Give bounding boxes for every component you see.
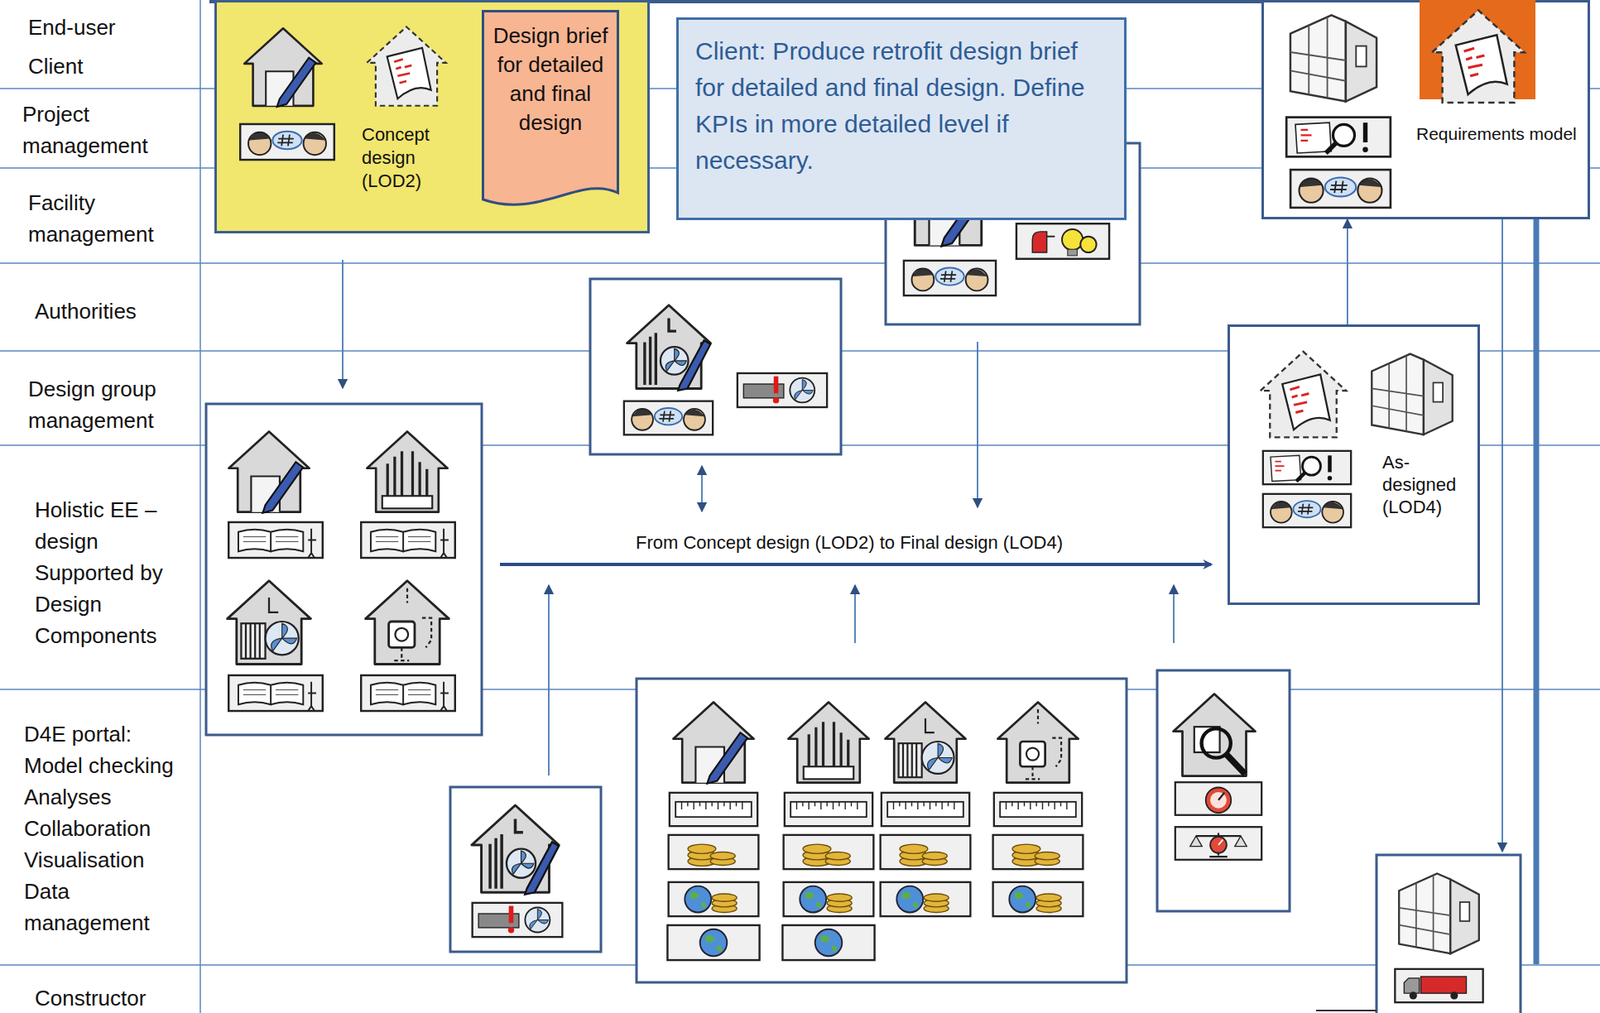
lane-label-holder: Authorities bbox=[34, 295, 137, 327]
lane-label-holder: Facility management bbox=[28, 187, 186, 250]
lane-label: Constructor bbox=[34, 982, 146, 1013]
node-icons bbox=[1261, 0, 1591, 220]
text-holder: Client: Produce retrofit design brief fo… bbox=[695, 33, 1113, 179]
lane-label: D4E portal: Model checking Analyses Coll… bbox=[24, 718, 190, 939]
lane-label-holder: Project management bbox=[22, 98, 180, 162]
lane-label: Holistic EE –design Supported by Design … bbox=[34, 494, 193, 652]
node-label: Design brief for detailed and final desi… bbox=[492, 21, 609, 138]
arrow-label: From Concept design (LOD2) to Final desi… bbox=[633, 532, 1066, 554]
lane-label-holder: Holistic EE –design Supported by Design … bbox=[34, 494, 193, 652]
phase-box: Concept design (LOD2) Design brief for de… bbox=[214, 0, 650, 234]
lane-label: Facility management bbox=[28, 187, 186, 250]
callout-box: Client: Produce retrofit design brief fo… bbox=[676, 17, 1127, 221]
document-outline bbox=[483, 11, 619, 206]
lane-label: Authorities bbox=[34, 295, 137, 327]
text-holder: Concept design (LOD2) bbox=[361, 123, 445, 193]
text-holder: Design brief for detailed and final desi… bbox=[492, 21, 609, 138]
thick-flow-line bbox=[1533, 143, 1540, 965]
node-label: Requirements model bbox=[1416, 123, 1577, 145]
flow-connector bbox=[1346, 219, 1349, 325]
lane-label: Project management bbox=[22, 98, 180, 162]
lane-label: End-user bbox=[28, 11, 116, 44]
text-holder: Requirements model bbox=[1416, 123, 1577, 145]
flow-arrows bbox=[342, 178, 1503, 852]
lane-label: Client bbox=[28, 50, 83, 82]
lane-label: Design group management bbox=[28, 373, 194, 437]
group-boxes bbox=[206, 143, 1521, 1013]
brief-document: Design brief for detailed and final desi… bbox=[481, 9, 620, 215]
lane-label-holder: Client bbox=[28, 50, 83, 82]
node-label: Concept design (LOD2) bbox=[361, 123, 445, 193]
callout-text: Client: Produce retrofit design brief fo… bbox=[695, 33, 1113, 179]
arrow-label-holder: From Concept design (LOD2) to Final desi… bbox=[633, 532, 1066, 554]
text-holder: As-designed (LOD4) bbox=[1382, 451, 1469, 519]
lane-label-holder: Constructor bbox=[34, 982, 146, 1013]
node-icons bbox=[1227, 324, 1480, 606]
lane-label-holder: D4E portal: Model checking Analyses Coll… bbox=[24, 718, 190, 939]
requirements-box: Requirements model bbox=[1261, 0, 1591, 220]
icons bbox=[227, 159, 1484, 1003]
frame-line bbox=[1316, 1009, 1377, 1012]
lane-label-holder: End-user bbox=[28, 11, 116, 44]
main-flow-arrow bbox=[499, 562, 1211, 567]
lane-label-holder: Design group management bbox=[28, 373, 194, 437]
node-label: As-designed (LOD4) bbox=[1382, 451, 1469, 519]
as-designed-box: As-designed (LOD4) bbox=[1227, 324, 1480, 606]
